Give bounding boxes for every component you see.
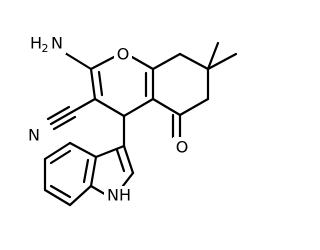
bond-c4-c3 [93,97,126,118]
nitrile-nitrogen-label: N [28,126,40,145]
bond-c5-c4a [151,97,182,117]
bond-layer [43,41,238,207]
ketone-oxygen-background [173,137,191,157]
amine-label-subscript: 2 [42,42,49,55]
bond-c7-methyl-2 [206,52,238,71]
bond-nitrile-3 [52,115,77,131]
bond-c3-cn [70,97,97,114]
bond-indole-c7a-c3a [89,155,98,188]
bond-indole-c7-c7a [68,184,93,207]
bond-indole-c3a-c3 [94,144,126,159]
bond-c8-c7 [178,52,210,71]
amine-label-h: H [30,34,42,53]
atom-label-layer: H 2 N O N O NH [25,32,191,206]
bond-c7-methyl-1 [206,41,220,71]
bond-c2-n-amine [63,51,93,71]
nitrile-nitrogen-background [25,125,43,145]
indole-nh-label: NH [107,186,131,205]
bond-indole-c4-c5-double [49,149,72,165]
bond-indole-c4-c5 [43,141,72,161]
bond-indole-c7a-c3a-double [82,158,90,184]
bond-indole-c3-c2 [122,144,135,175]
bond-c4a-c4 [122,97,155,118]
ring-oxygen-label: O [117,45,130,64]
bond-indole-c3a-c4 [68,141,98,159]
bond-indole-c6-c7 [43,188,72,207]
bond-nitrile-1 [49,110,74,126]
bond-c3-c2 [89,67,97,101]
bond-c8a-c8 [151,52,182,71]
bond-nitrile-2 [46,105,71,121]
bond-c2-o1 [89,55,116,71]
molecule-structure: H 2 N O N O NH [25,32,238,207]
bond-indole-c6-c7-double [49,184,72,199]
bond-c6-c5 [178,97,210,117]
amine-label-background [28,32,66,54]
bond-c3-c2-double [97,70,104,97]
ring-oxygen-background [114,44,132,64]
amine-label-n: N [51,34,63,53]
molecule-canvas: H 2 N O N O NH [25,32,238,207]
indole-nh-background [104,186,134,206]
bond-o1-c8a [130,55,155,71]
ketone-oxygen-label: O [176,138,189,157]
bond-indole-c3-c2-double [115,148,126,173]
